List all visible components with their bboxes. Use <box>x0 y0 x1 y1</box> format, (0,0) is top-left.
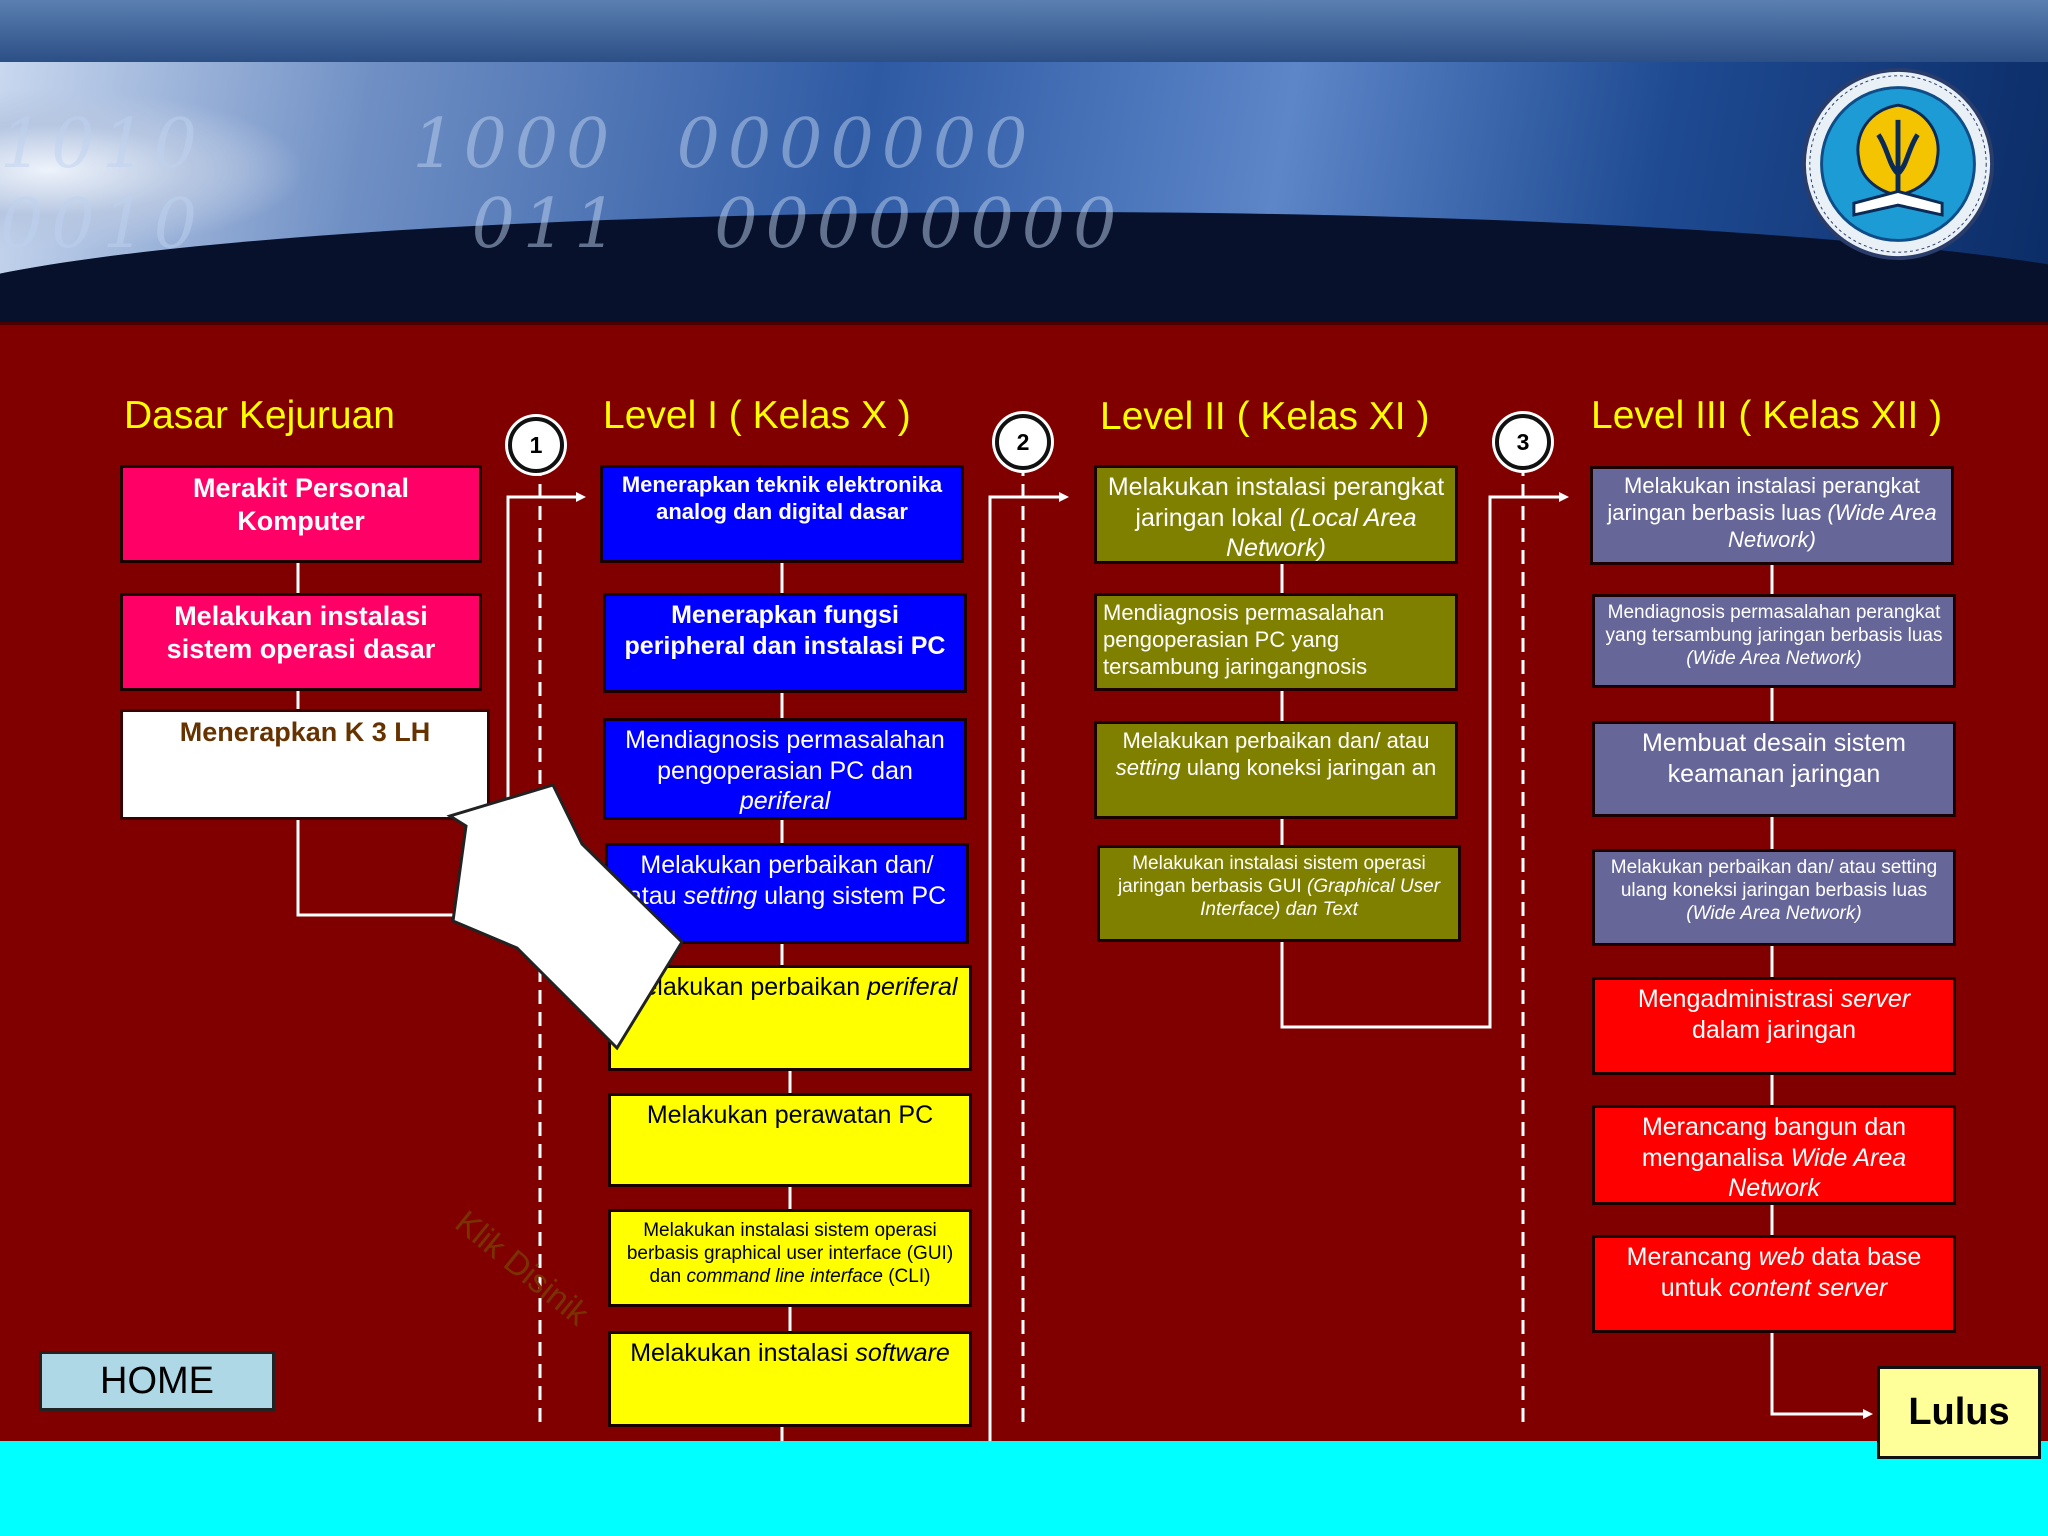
flow-level3-to-lulus <box>1770 1333 1873 1419</box>
lulus-box: Lulus <box>1877 1366 2041 1459</box>
flow-level1-to-level2 <box>780 492 1069 1441</box>
box-label: Merancang bangun dan menganalisa Wide Ar… <box>1641 1113 1907 1202</box>
box-label: Menerapkan teknik elektronika analog dan… <box>621 472 943 524</box>
box-instalasi-gui-cli[interactable]: Melakukan instalasi sistem operasi berba… <box>608 1209 972 1307</box>
banner-hand-image <box>0 90 300 250</box>
box-label: Melakukan instalasi sistem operasi jarin… <box>1117 853 1441 921</box>
connector-lines <box>296 440 1873 1441</box>
diagram-stage: Dasar Kejuruan Level I ( Kelas X ) Level… <box>0 322 2048 1459</box>
box-perbaikan-koneksi-wan[interactable]: Melakukan perbaikan dan/ atau setting ul… <box>1592 849 1956 946</box>
box-diagnosis-pc[interactable]: Mendiagnosis permasalahan pengoperasian … <box>603 718 967 820</box>
box-perbaikan-koneksi-jaringan[interactable]: Melakukan perbaikan dan/ atau setting ul… <box>1094 721 1458 819</box>
step-circle-2: 2 <box>995 414 1051 470</box>
box-label: Melakukan perbaikan dan/ atau setting ul… <box>1610 857 1938 925</box>
heading-level-2: Level II ( Kelas XI ) <box>1100 395 1430 438</box>
box-rancang-wan[interactable]: Merancang bangun dan menganalisa Wide Ar… <box>1592 1105 1956 1205</box>
box-label: Melakukan perbaikan periferal <box>622 973 958 1001</box>
box-label: Mendiagnosis permasalahan pengoperasian … <box>1103 600 1385 679</box>
box-menerapkan-k3lh[interactable]: Menerapkan K 3 LH <box>120 709 490 820</box>
box-label: Mengadministrasi server dalam jaringan <box>1637 985 1911 1044</box>
box-fungsi-peripheral[interactable]: Menerapkan fungsi peripheral dan instala… <box>603 593 967 693</box>
box-perbaikan-periferal[interactable]: Melakukan perbaikan periferal <box>608 965 972 1071</box>
step-circle-1: 1 <box>508 417 564 473</box>
heading-level-3: Level III ( Kelas XII ) <box>1591 394 1943 437</box>
home-button[interactable]: HOME <box>39 1351 275 1411</box>
box-teknik-elektronika[interactable]: Menerapkan teknik elektronika analog dan… <box>600 465 964 563</box>
box-label: Melakukan perbaikan dan/ atau setting ul… <box>627 851 947 910</box>
box-desain-keamanan-jaringan[interactable]: Membuat desain sistem keamanan jaringan <box>1592 721 1956 817</box>
box-diagnosis-wan[interactable]: Mendiagnosis permasalahan perangkat yang… <box>1592 594 1956 688</box>
box-instalasi-wan[interactable]: Melakukan instalasi perangkat jaringan b… <box>1590 466 1954 565</box>
box-label: Menerapkan K 3 LH <box>179 717 431 747</box>
heading-level-1: Level I ( Kelas X ) <box>603 394 911 437</box>
banner-swoosh <box>0 62 2048 322</box>
box-label: Mendiagnosis permasalahan pengoperasian … <box>625 726 945 815</box>
box-rancang-web-database[interactable]: Merancang web data base untuk content se… <box>1592 1235 1956 1333</box>
box-merakit-personal-komputer[interactable]: Merakit Personal Komputer <box>120 465 482 563</box>
banner-top-strip <box>0 0 2048 65</box>
box-perawatan-pc[interactable]: Melakukan perawatan PC <box>608 1093 972 1187</box>
box-label: Melakukan instalasi software <box>630 1339 950 1367</box>
box-label: Merakit Personal Komputer <box>192 473 410 536</box>
box-label: Melakukan perbaikan dan/ atau setting ul… <box>1115 728 1437 780</box>
heading-dasar-kejuruan: Dasar Kejuruan <box>124 394 395 437</box>
box-label: Melakukan instalasi perangkat jaringan l… <box>1107 473 1445 562</box>
box-label: Melakukan perawatan PC <box>646 1101 934 1129</box>
box-instalasi-lan[interactable]: Melakukan instalasi perangkat jaringan l… <box>1094 465 1458 564</box>
box-label: Merancang web data base untuk content se… <box>1626 1243 1922 1302</box>
box-label: Mendiagnosis permasalahan perangkat yang… <box>1605 602 1943 670</box>
box-instalasi-sistem-operasi-dasar[interactable]: Melakukan instalasi sistem operasi dasar <box>120 593 482 691</box>
box-instalasi-os-jaringan[interactable]: Melakukan instalasi sistem operasi jarin… <box>1097 845 1461 942</box>
box-instalasi-software[interactable]: Melakukan instalasi software <box>608 1331 972 1427</box>
box-perbaikan-sistem-pc[interactable]: Melakukan perbaikan dan/ atau setting ul… <box>605 843 969 944</box>
box-label: Membuat desain sistem keamanan jaringan <box>1641 729 1906 788</box>
box-label: Melakukan instalasi perangkat jaringan b… <box>1607 473 1937 552</box>
box-diagnosis-pc-jaringan[interactable]: Mendiagnosis permasalahan pengoperasian … <box>1094 593 1458 691</box>
step-circle-3: 3 <box>1495 414 1551 470</box>
box-administrasi-server[interactable]: Mengadministrasi server dalam jaringan <box>1592 977 1956 1075</box>
box-label: Melakukan instalasi sistem operasi dasar <box>166 601 436 664</box>
box-label: Menerapkan fungsi peripheral dan instala… <box>624 601 946 660</box>
flow-level2-to-level3 <box>1280 492 1569 1029</box>
tut-wuri-handayani-logo <box>1801 67 1995 261</box>
box-label: Melakukan instalasi sistem operasi berba… <box>626 1220 954 1288</box>
